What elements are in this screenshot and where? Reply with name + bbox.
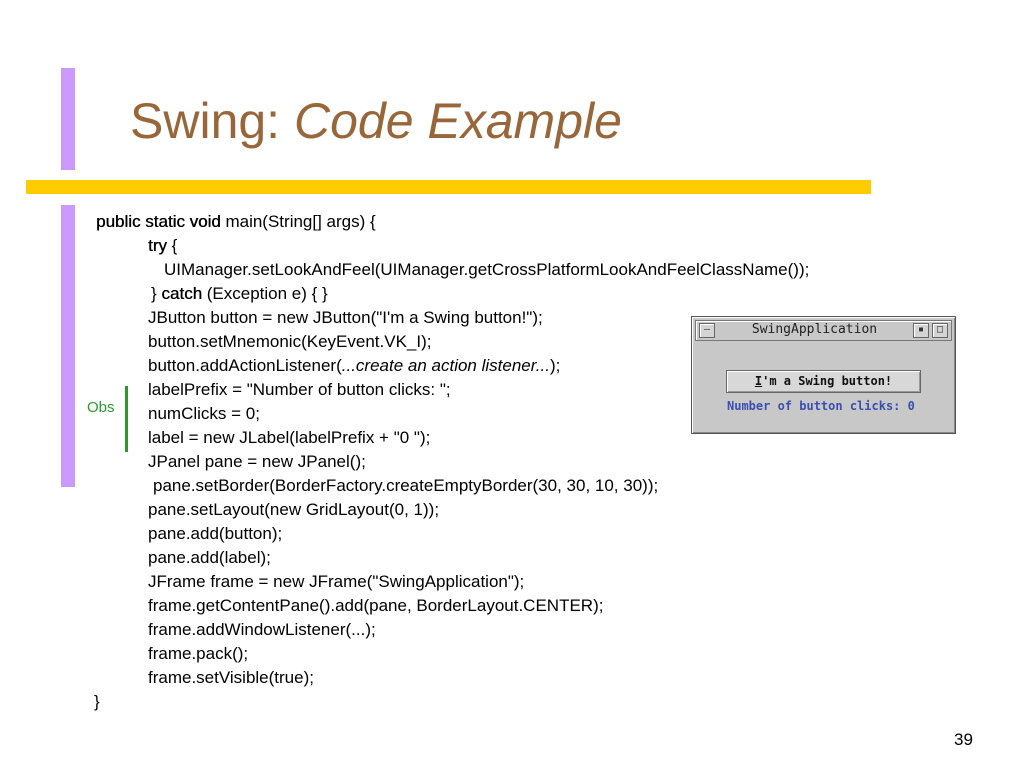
slide-title: Swing: Code Example — [130, 92, 622, 150]
title-italic: Code Example — [293, 93, 622, 149]
obs-annotation: Obs — [87, 399, 115, 416]
code-text: ); — [549, 356, 561, 375]
code-line: pane.add(label); — [148, 548, 271, 567]
code-line: frame.pack(); — [148, 644, 249, 663]
obs-bracket — [125, 386, 128, 452]
code-text: } — [151, 284, 162, 303]
code-text: button.addActionListener( — [148, 356, 342, 375]
title-divider — [26, 180, 871, 194]
code-line: pane.add(button); — [148, 524, 283, 543]
code-line: JPanel pane = new JPanel(); — [148, 452, 366, 471]
code-line: JButton button = new JButton("I'm a Swin… — [148, 308, 543, 327]
code-italic: ...create an action listener... — [341, 356, 550, 375]
minimize-icon[interactable]: ▪ — [913, 323, 929, 338]
swing-window-title: SwingApplication — [751, 322, 878, 337]
mnemonic-letter: I — [754, 374, 763, 388]
code-keyword: public static void — [96, 212, 221, 231]
accent-bar-title — [61, 68, 75, 170]
code-line: button.setMnemonic(KeyEvent.VK_I); — [148, 332, 432, 351]
title-plain: Swing: — [130, 93, 294, 149]
code-line: } — [94, 692, 100, 711]
accent-bar-content — [61, 205, 75, 487]
code-line: button.addActionListener(...create an ac… — [148, 355, 560, 377]
code-line: frame.setVisible(true); — [148, 668, 314, 687]
window-menu-icon[interactable]: — — [699, 323, 715, 338]
swing-titlebar[interactable]: — SwingApplication ▪ □ — [695, 320, 952, 341]
swing-button[interactable]: I'm a Swing button! — [726, 370, 921, 393]
swing-button-label: 'm a Swing button! — [762, 374, 893, 388]
code-line: try { — [148, 235, 177, 257]
code-line: labelPrefix = "Number of button clicks: … — [148, 380, 451, 399]
code-line: UIManager.setLookAndFeel(UIManager.getCr… — [164, 260, 810, 279]
code-line: frame.getContentPane().add(pane, BorderL… — [148, 596, 604, 615]
code-text: main(String[] args) { — [220, 212, 376, 231]
code-keyword: catch — [161, 284, 203, 303]
code-keyword: try — [148, 236, 167, 255]
code-line: numClicks = 0; — [148, 404, 260, 423]
click-count-label: Number of button clicks: 0 — [727, 399, 915, 413]
code-line: pane.setBorder(BorderFactory.createEmpty… — [153, 476, 659, 495]
page-number: 39 — [954, 730, 973, 749]
code-text: (Exception e) { } — [202, 284, 328, 303]
swing-window: — SwingApplication ▪ □ I'm a Swing butto… — [691, 316, 956, 434]
code-line: label = new JLabel(labelPrefix + "0 "); — [148, 428, 431, 447]
code-line: JFrame frame = new JFrame("SwingApplicat… — [148, 572, 525, 591]
code-line: } catch (Exception e) { } — [151, 283, 328, 305]
code-line: frame.addWindowListener(...); — [148, 620, 376, 639]
code-line: pane.setLayout(new GridLayout(0, 1)); — [148, 500, 440, 519]
code-line: public static void main(String[] args) { — [96, 211, 376, 233]
maximize-icon[interactable]: □ — [932, 323, 948, 338]
code-text: { — [166, 236, 178, 255]
